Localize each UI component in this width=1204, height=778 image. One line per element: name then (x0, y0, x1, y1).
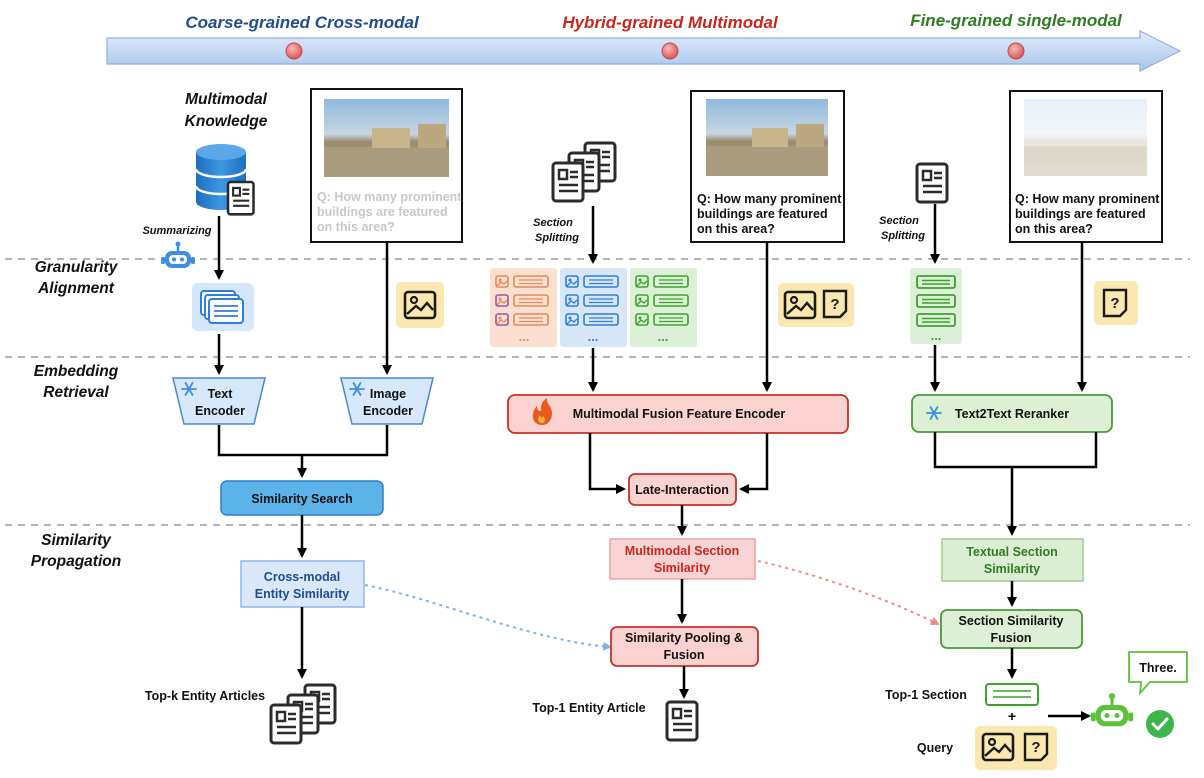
timeline-marker (285, 42, 303, 60)
row-separators (5, 258, 1190, 526)
pooling-label-2: Fusion (664, 648, 705, 662)
query-text-line2: buildings are featured (697, 207, 828, 221)
text-encoder-label-2: Encoder (195, 404, 245, 418)
row-label-embedding: Embedding (34, 363, 119, 380)
textual-sim-label-1: Textual Section (966, 545, 1057, 559)
section-similarity-fusion-box: Section Similarity Fusion (940, 609, 1083, 649)
phase-hybrid-title: Hybrid-grained Multimodal (562, 13, 779, 32)
document-stack-icon (551, 141, 617, 203)
section-sim-label-1: Multimodal Section (625, 544, 740, 558)
entity-sim-label-2: Entity Similarity (255, 587, 350, 601)
section-splitting-label-2: Splitting (881, 230, 925, 242)
section-sim-label-2: Similarity (654, 561, 710, 575)
text-encoder: Text Encoder (172, 377, 266, 425)
question-icon (1094, 281, 1138, 325)
section-dots: ... (519, 329, 530, 344)
document-stack-icon (269, 683, 337, 745)
row-label-granularity: Granularity (35, 259, 119, 276)
timeline-marker (661, 42, 679, 60)
text2text-reranker: Text2Text Reranker (911, 394, 1113, 433)
summarizing-label: Summarizing (142, 225, 211, 237)
row-label-similarity: Similarity (41, 532, 112, 549)
similarity-search-box: Similarity Search (220, 480, 384, 516)
propagation-arrow-red (757, 560, 940, 625)
multimodal-fusion-encoder: Multimodal Fusion Feature Encoder (507, 394, 849, 434)
similarity-search-label: Similarity Search (251, 492, 352, 506)
cross-modal-entity-similarity-box: Cross-modal Entity Similarity (240, 560, 365, 608)
row-label-propagation: Propagation (31, 553, 121, 570)
robot-icon (159, 240, 197, 270)
answer-text: Three. (1139, 661, 1177, 675)
section-dots: ... (931, 328, 942, 343)
query-card-coarse: Q: How many prominent buildings are feat… (310, 88, 463, 243)
top-1-section-label: Top-1 Section (885, 688, 967, 702)
row-label-retrieval: Retrieval (43, 384, 109, 401)
query-card-hybrid: Q: How many prominent buildings are feat… (690, 90, 845, 243)
image-encoder-label-2: Encoder (363, 404, 413, 418)
knowledge-title-line1: Multimodal (185, 91, 267, 108)
similarity-pooling-fusion-box: Similarity Pooling & Fusion (610, 626, 759, 667)
image-encoder-label-1: Image (370, 387, 406, 401)
query-photo-faded (1024, 99, 1147, 176)
pooling-label-1: Similarity Pooling & (625, 631, 743, 645)
summary-docs-icon (192, 283, 254, 331)
multimodal-section-similarity-box: Multimodal Section Similarity (609, 538, 756, 580)
textual-section-similarity-box: Textual Section Similarity (941, 538, 1084, 582)
top-1-entity-article-label: Top-1 Entity Article (532, 701, 645, 715)
multimodal-sections: ... ... ... (490, 268, 697, 347)
image-question-icon (975, 726, 1057, 770)
query-text-line3: on this area? (1015, 222, 1093, 236)
plus-sign: + (1008, 708, 1016, 724)
answer-bubble: Three. (1128, 651, 1188, 696)
image-encoder: Image Encoder (340, 377, 434, 425)
answer-robot-icon (1089, 691, 1135, 728)
top-1-section-icon (985, 683, 1039, 706)
section-splitting-label-2: Splitting (535, 232, 579, 244)
query-text-line1: Q: How many prominent (317, 190, 462, 204)
phase-coarse-title: Coarse-grained Cross-modal (185, 13, 420, 32)
query-card-fine: Q: How many prominent buildings are feat… (1009, 90, 1163, 243)
text-encoder-label-1: Text (208, 387, 234, 401)
query-text-line3: on this area? (697, 222, 775, 236)
top-k-entity-articles-label: Top-k Entity Articles (145, 689, 265, 703)
query-text-line1: Q: How many prominent (697, 192, 842, 206)
fusion-encoder-label: Multimodal Fusion Feature Encoder (573, 407, 786, 421)
knowledge-title-line2: Knowledge (185, 113, 268, 130)
section-splitting-label-1: Section (879, 215, 919, 227)
fire-icon (532, 398, 552, 425)
phase-fine-title: Fine-grained single-modal (910, 11, 1123, 30)
image-question-icon (778, 283, 854, 327)
image-icon (396, 282, 444, 328)
check-icon (1146, 710, 1174, 738)
query-text-line2: buildings are featured (317, 205, 448, 219)
timeline-arrow (106, 30, 1182, 72)
section-fusion-label-2: Fusion (991, 631, 1032, 645)
section-dots: ... (658, 329, 669, 344)
timeline-marker (1007, 42, 1025, 60)
document-icon (915, 162, 949, 204)
reranker-label: Text2Text Reranker (955, 407, 1069, 421)
query-text-line3: on this area? (317, 220, 395, 234)
section-fusion-label-1: Section Similarity (959, 614, 1064, 628)
row-label-alignment: Alignment (37, 280, 115, 297)
late-interaction-label: Late-Interaction (635, 483, 729, 497)
query-text-line2: buildings are featured (1015, 207, 1146, 221)
query-label: Query (917, 741, 953, 755)
section-splitting-label-1: Section (533, 217, 573, 229)
entity-sim-label-1: Cross-modal (264, 570, 340, 584)
late-interaction-box: Late-Interaction (628, 473, 737, 506)
propagation-arrow-blue (364, 584, 612, 651)
textual-sim-label-2: Similarity (984, 562, 1040, 576)
document-icon (665, 700, 699, 742)
document-icon (226, 180, 255, 216)
section-dots: ... (588, 329, 599, 344)
query-text-line1: Q: How many prominent (1015, 192, 1160, 206)
textual-sections: ... (910, 268, 962, 344)
